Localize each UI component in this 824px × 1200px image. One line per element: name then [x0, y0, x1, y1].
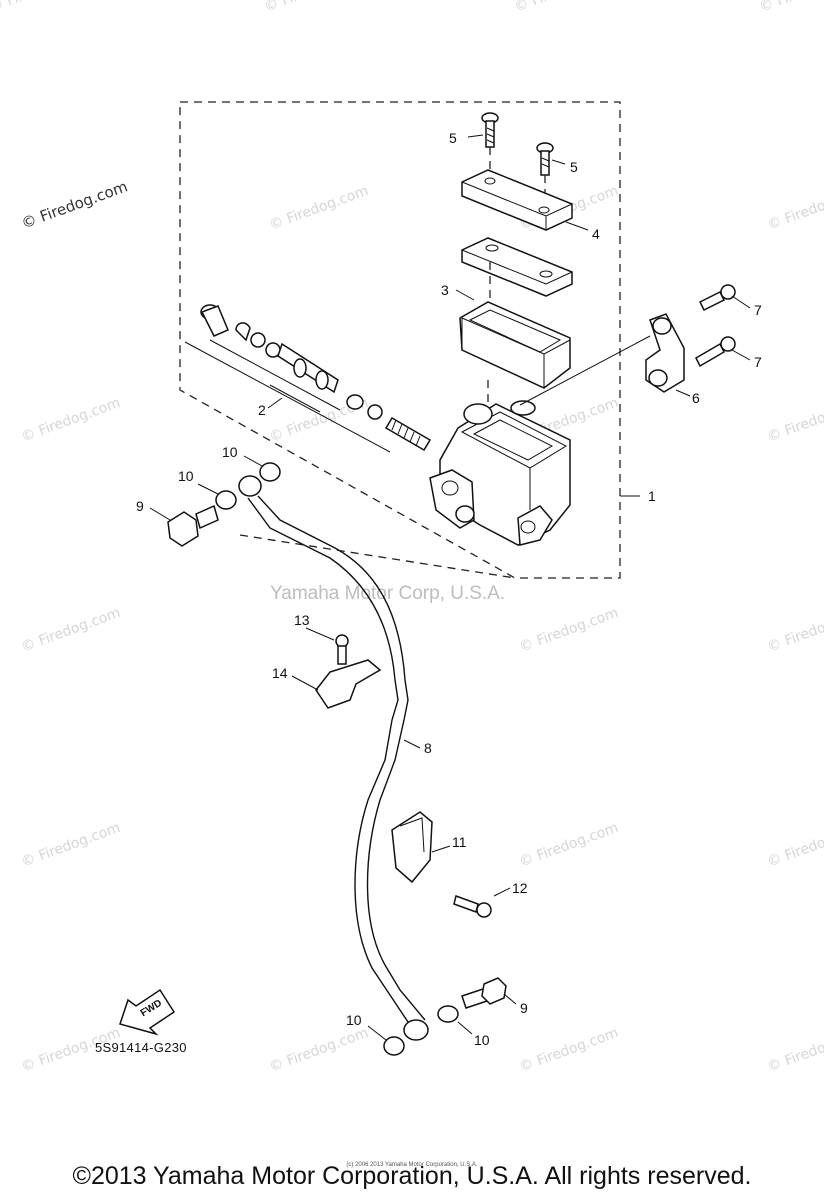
callout-11: 11: [452, 834, 467, 850]
diagram-code: 5S91414-G230: [95, 1040, 187, 1055]
part-brake-hose: [238, 475, 429, 1041]
callout-9: 9: [136, 498, 144, 514]
part-union-bolt-9b: [461, 977, 507, 1009]
part-diaphragm-plate: [461, 237, 573, 300]
part-piston-kit: [184, 304, 432, 453]
part-union-bolt-9a: [167, 504, 219, 547]
callout-7: 7: [754, 302, 762, 318]
assembly-outline: [179, 101, 621, 579]
part-guide-11: [391, 811, 433, 884]
callout-7: 7: [754, 354, 762, 370]
part-bolt-13: [335, 634, 349, 665]
leader-lines: [149, 134, 751, 1041]
callout-1: 1: [648, 488, 656, 504]
part-washer-10d: [383, 1036, 405, 1056]
part-bolt-7a: [698, 284, 736, 312]
tiny-copyright: (c) 2006 2013 Yamaha Motor Corporation, …: [346, 1162, 478, 1168]
part-bolt-7b: [695, 336, 736, 368]
part-washer-10a: [215, 490, 237, 510]
callout-10: 10: [222, 444, 238, 460]
part-screw-5a: [481, 112, 499, 178]
part-washer-10b: [259, 462, 281, 482]
callout-8: 8: [424, 740, 432, 756]
callout-2: 2: [258, 402, 266, 418]
callout-5: 5: [449, 130, 457, 146]
part-diaphragm: [459, 301, 571, 410]
callout-10: 10: [474, 1032, 490, 1048]
callout-6: 6: [692, 390, 700, 406]
corp-watermark: Yamaha Motor Corp, U.S.A.: [270, 583, 506, 604]
callout-10: 10: [346, 1012, 362, 1028]
callout-4: 4: [592, 226, 600, 242]
part-holder-clamp: [519, 313, 685, 406]
part-bolt-12: [453, 895, 492, 918]
part-bracket-14: [315, 659, 382, 709]
callout-12: 12: [512, 880, 528, 896]
callout-14: 14: [272, 665, 288, 681]
part-reservoir-cap: [461, 169, 573, 231]
copyright-footer: ©2013 Yamaha Motor Corporation, U.S.A. A…: [72, 1162, 752, 1190]
callout-9: 9: [520, 1000, 528, 1016]
part-screw-5b: [536, 142, 554, 210]
part-master-cylinder-body: [429, 400, 571, 546]
fwd-arrow-icon: [119, 988, 176, 1036]
callout-5: 5: [570, 159, 578, 175]
callout-10: 10: [178, 468, 194, 484]
callout-13: 13: [294, 612, 310, 628]
callout-3: 3: [441, 282, 449, 298]
part-washer-10c: [437, 1005, 459, 1023]
